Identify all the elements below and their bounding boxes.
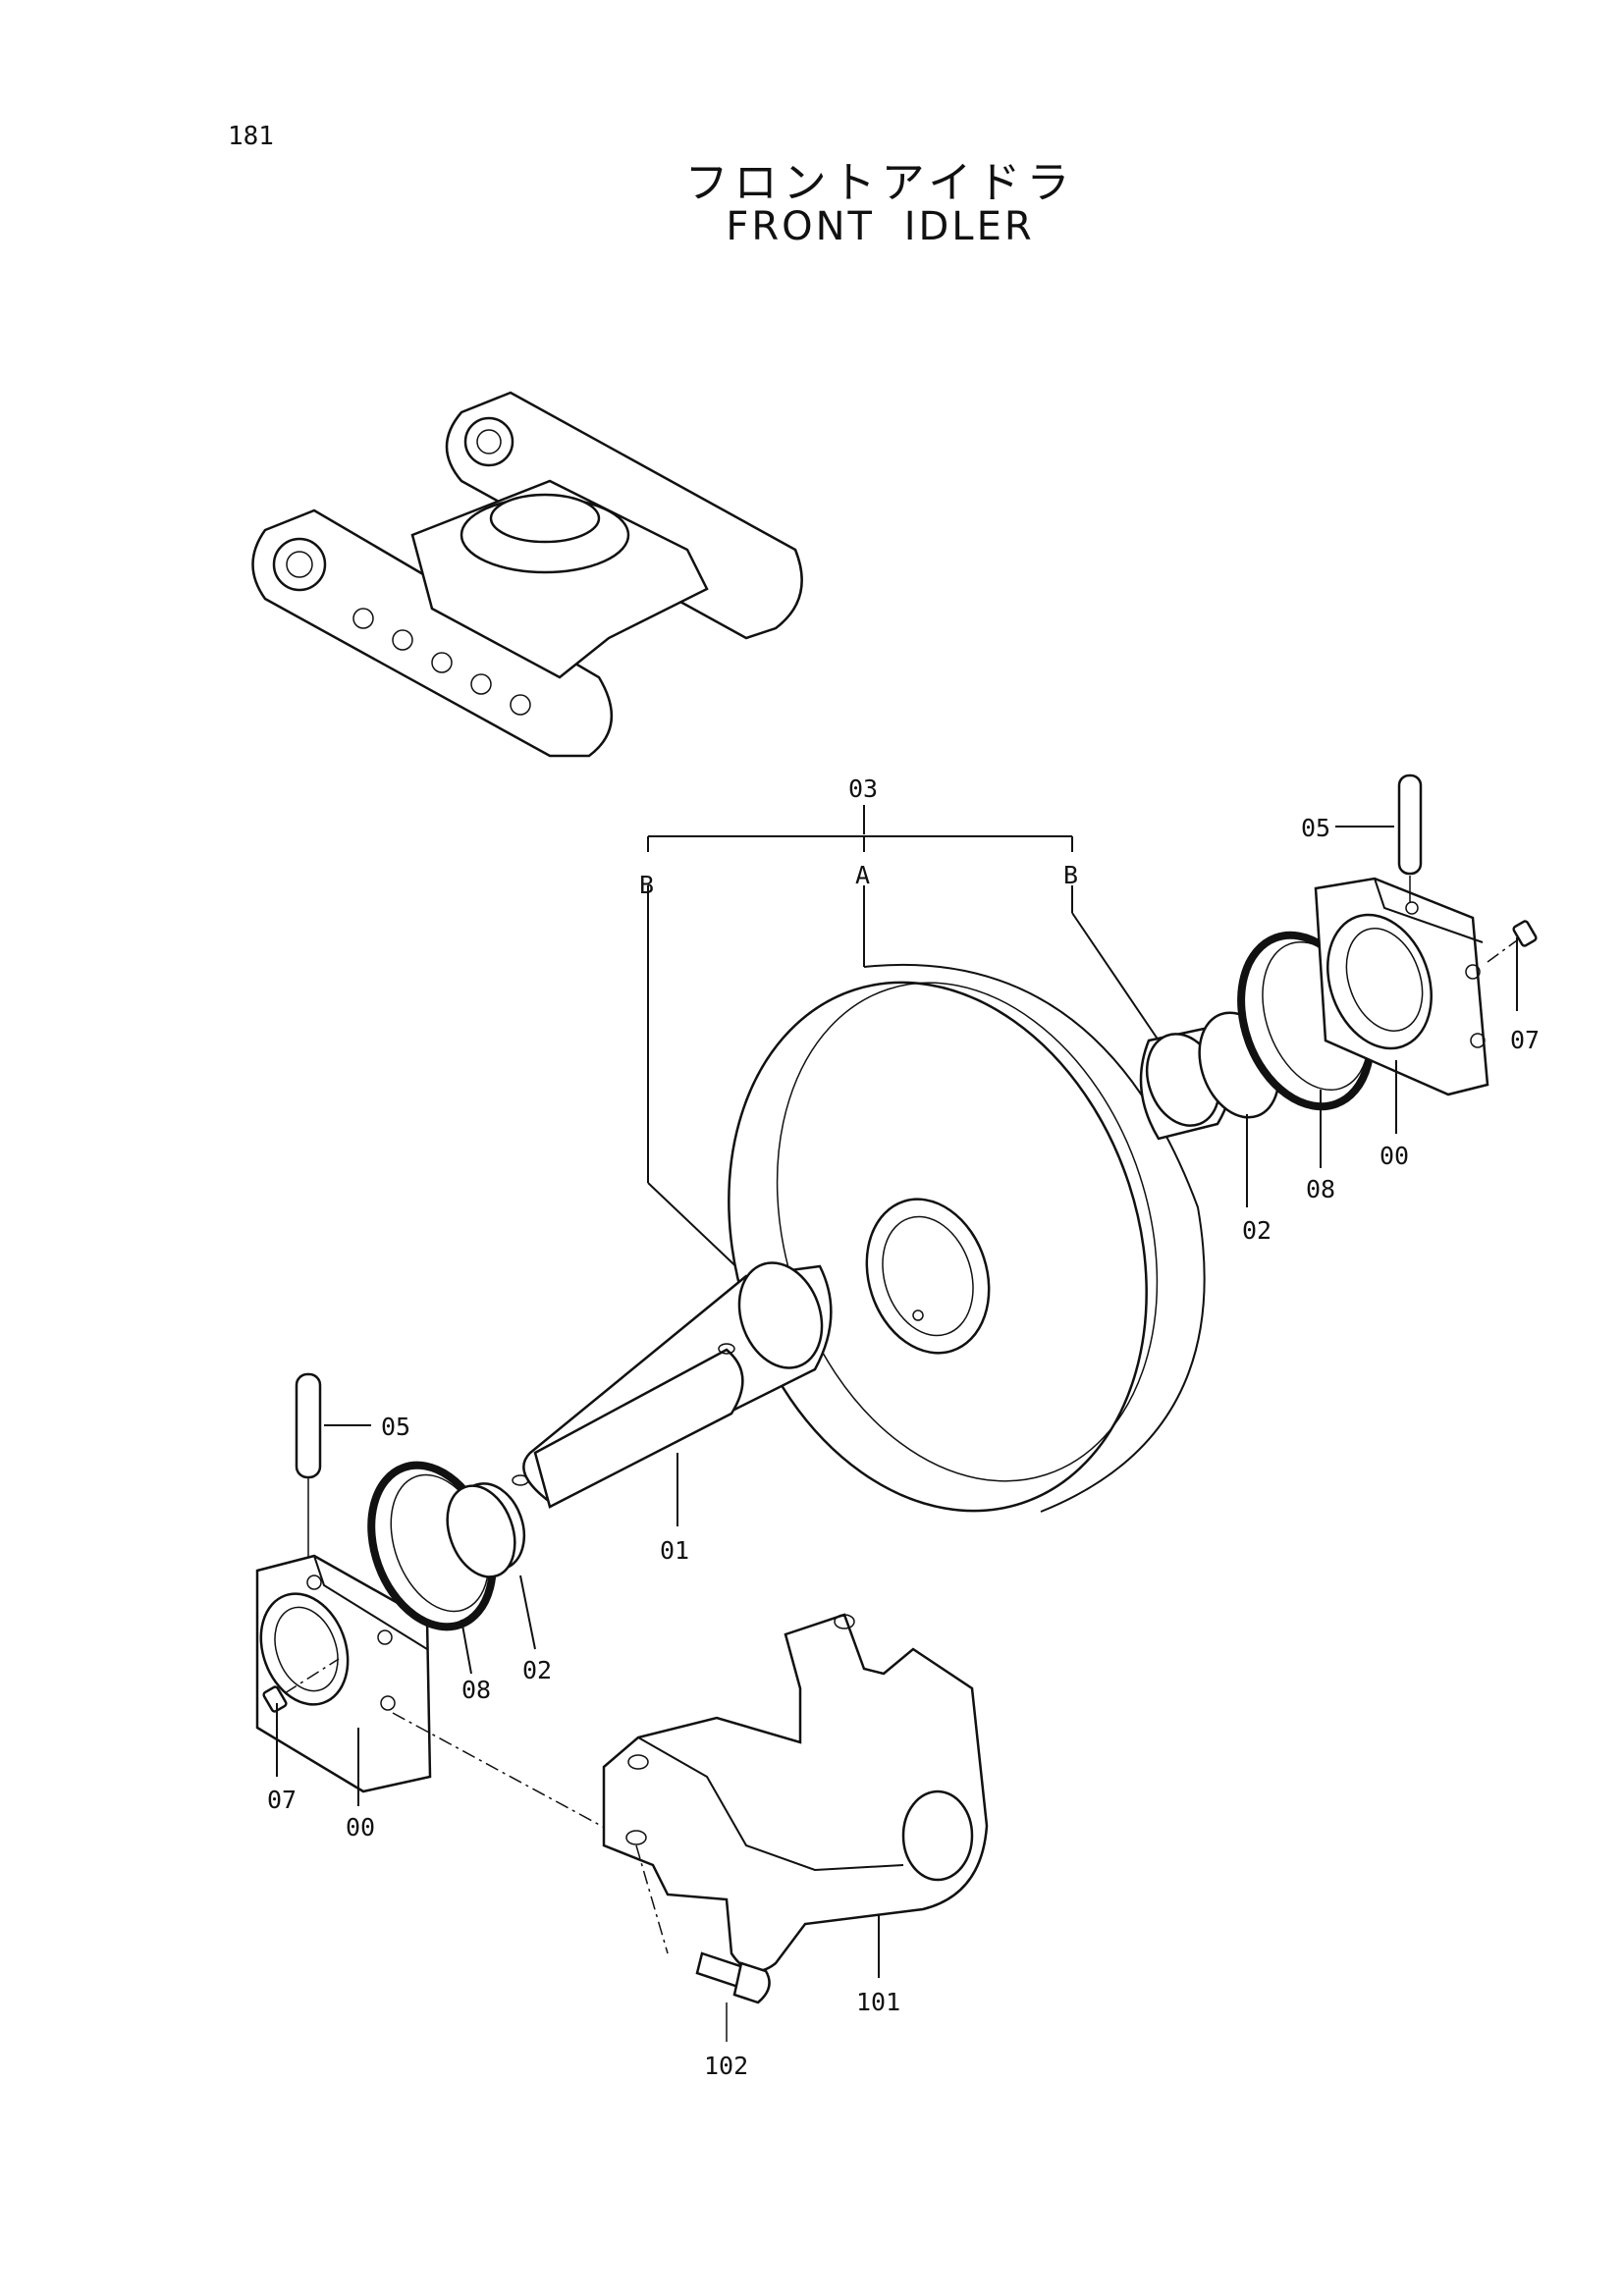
title-english: FRONT IDLER [726,204,1035,249]
callout-08-right: 08 [1306,1175,1335,1203]
callout-02-left: 02 [522,1656,552,1684]
idler-support-yoke [602,1613,989,1978]
callout-08-left: 08 [461,1676,491,1704]
idler-group-bracket [647,805,1160,1277]
right-plug [1487,920,1538,963]
page-number: 181 [228,122,274,151]
callout-B-left: B [639,871,654,899]
callout-102: 102 [704,2052,748,2080]
callout-A: A [855,861,870,889]
right-pin [1397,774,1423,903]
idler-wheel [728,963,1206,1513]
callout-00-right: 00 [1380,1142,1409,1170]
title-japanese: フロントアイドラ [684,158,1076,208]
callout-01: 01 [660,1536,689,1565]
callout-05-left: 05 [381,1413,410,1441]
left-axle-bracket [255,1554,432,1793]
left-pin [295,1372,322,1571]
support-bolt [635,1844,771,2042]
callout-03: 03 [848,774,878,803]
left-plug [262,1658,340,1713]
callout-B-right: B [1063,861,1078,889]
left-oring [446,1484,516,1578]
callout-02-right: 02 [1242,1216,1271,1245]
callout-05-right: 05 [1301,814,1330,842]
callout-07-right: 07 [1510,1026,1540,1054]
assembly-centerline [392,1712,629,1842]
callout-101: 101 [856,1988,900,2016]
right-axle-bracket [1314,877,1489,1096]
callout-00-left: 00 [346,1813,375,1842]
callout-07-left: 07 [267,1786,297,1814]
undercarriage-overview-illustration [251,391,803,758]
callout-leaders [276,826,1518,1806]
